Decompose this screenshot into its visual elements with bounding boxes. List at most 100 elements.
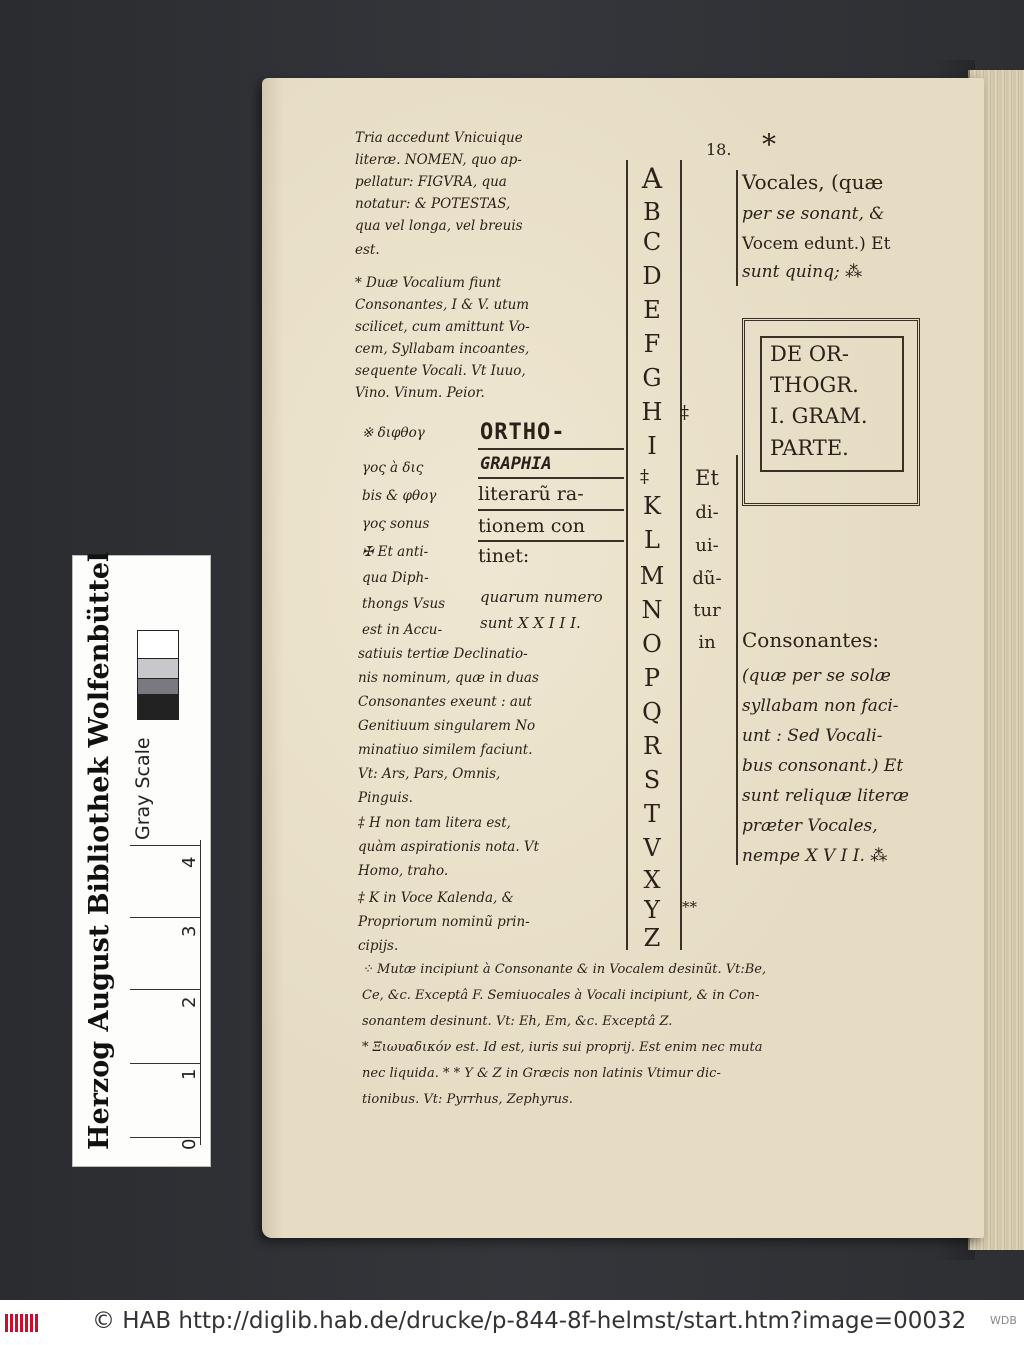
- footnote-line: ⁘ Mutæ incipiunt à Consonante & in Vocal…: [362, 962, 767, 977]
- alphabet-letter: D: [642, 262, 662, 290]
- gray-swatch: [137, 630, 179, 660]
- greek-line: γος à δις: [362, 460, 424, 476]
- vocales-line: Vocales, (quæ: [742, 170, 884, 194]
- text-line: literæ. NOMEN, quo ap-: [355, 152, 522, 168]
- greek-line: bis & φθογ: [362, 488, 437, 504]
- alphabet-letter: V: [643, 834, 661, 862]
- gray-swatch: [137, 694, 179, 720]
- quarum-line: sunt X X I I I.: [480, 614, 581, 632]
- divider-word: Et: [695, 466, 719, 490]
- text-line: nis nominum, quæ in duas: [358, 670, 539, 686]
- ruler-number: 0: [179, 1138, 200, 1150]
- title-line: PARTE.: [770, 436, 849, 460]
- alphabet-letter: H: [641, 398, 663, 426]
- divider-column: [680, 455, 738, 660]
- asterisk-mark: *: [762, 128, 776, 161]
- text-line: qua vel longa, vel breuis: [355, 218, 523, 234]
- divider-word: ui-: [695, 535, 719, 556]
- title-line: DE OR-: [770, 342, 849, 366]
- orthographia-heading: ORTHO-: [480, 420, 566, 445]
- footer-bar: © HAB http://diglib.hab.de/drucke/p-844-…: [0, 1300, 1024, 1345]
- greek-line: ※ διφθογ: [362, 425, 425, 441]
- footnote-line: Ce, &c. Exceptâ F. Semiuocales à Vocali …: [362, 988, 760, 1003]
- hab-logo-icon: [5, 1314, 38, 1332]
- alphabet-letter: M: [639, 562, 665, 590]
- gray-scale-label: Gray Scale: [132, 737, 154, 840]
- footnote-line: tionibus. Vt: Pyrrhus, Zephyrus.: [362, 1092, 573, 1107]
- title-inner-frame: [760, 336, 904, 472]
- ruler-number: 1: [179, 1068, 200, 1080]
- text-line: qua Diph-: [362, 570, 429, 586]
- divider-word: tur: [693, 600, 721, 621]
- text-line: Propriorum nominũ prin-: [358, 914, 530, 930]
- alphabet-letter: N: [641, 596, 663, 624]
- ruler-number: 2: [179, 996, 200, 1008]
- text-line: Pinguis.: [358, 790, 413, 806]
- alphabet-letter: G: [642, 364, 662, 392]
- consonantes-line: nempe X V I I. ⁂: [742, 846, 888, 866]
- footer-url[interactable]: © HAB http://diglib.hab.de/drucke/p-844-…: [92, 1308, 967, 1334]
- bracket-line: [736, 640, 738, 865]
- text-line: cipijs.: [358, 938, 399, 954]
- text-line: sequente Vocali. Vt Iuuo,: [355, 363, 526, 379]
- footer-mark: WDB: [990, 1314, 1017, 1327]
- text-line: Tria accedunt Vnicuique: [355, 130, 523, 146]
- book-page: [262, 78, 984, 1238]
- text-line: est.: [355, 242, 380, 258]
- alphabet-letter: Q: [642, 698, 662, 726]
- ruler-tick: [130, 1063, 200, 1064]
- footnote-line: * Ξιωυαδικόν est. Id est, iuris sui prop…: [362, 1040, 763, 1055]
- bracket-line: [736, 170, 738, 286]
- text-line: pellatur: FIGVRA, qua: [355, 174, 507, 190]
- text-line: minatiuo similem faciunt.: [358, 742, 533, 758]
- ruler-title: Herzog August Bibliothek Wolfenbüttel: [84, 551, 115, 1150]
- text-line: thongs Vsus: [362, 596, 446, 612]
- ruler-tick: [130, 1137, 200, 1138]
- divider-word: in: [698, 632, 716, 653]
- consonantes-line: bus consonant.) Et: [742, 756, 904, 776]
- text-line: Consonantes exeunt : aut: [358, 694, 532, 710]
- vocales-line: sunt quinq; ⁂: [742, 262, 863, 282]
- ruler-tick: [130, 845, 200, 846]
- asterisk-mark: **: [682, 898, 697, 916]
- divider-word: di-: [695, 502, 719, 523]
- alphabet-letter: R: [642, 732, 662, 760]
- underline-rule: [478, 540, 624, 542]
- text-line: cem, Syllabam incoantes,: [355, 341, 530, 357]
- definition-line: tinet:: [478, 545, 530, 567]
- alphabet-letter: B: [643, 198, 661, 226]
- text-line: quàm aspirationis nota. Vt: [358, 839, 540, 855]
- gray-swatch: [137, 658, 179, 680]
- greek-line: γος sonus: [362, 516, 430, 532]
- ruler-tick: [130, 989, 200, 990]
- text-line: ✠ Et anti-: [362, 544, 429, 560]
- consonantes-line: (quæ per se solæ: [742, 666, 891, 686]
- text-line: scilicet, cum amittunt Vo-: [355, 319, 530, 335]
- alphabet-letter: F: [643, 330, 661, 358]
- alphabet-letter: S: [643, 766, 661, 794]
- underline-rule: [478, 509, 624, 511]
- cross-mark: ‡: [640, 466, 649, 487]
- alphabet-letter: P: [643, 664, 661, 692]
- text-line: notatur: & POTESTAS,: [355, 196, 511, 212]
- definition-line: tionem con: [478, 515, 586, 537]
- alphabet-letter: Y: [644, 896, 660, 924]
- text-line: ‡ H non tam litera est,: [358, 815, 511, 831]
- underline-rule: [478, 477, 624, 479]
- text-line: * Duæ Vocalium fiunt: [355, 275, 502, 291]
- consonantes-line: syllabam non faci-: [742, 696, 899, 716]
- underline-rule: [478, 448, 624, 450]
- text-line: Vt: Ars, Pars, Omnis,: [358, 766, 501, 782]
- footnote-line: sonantem desinunt. Vt: Eh, Em, &c. Excep…: [362, 1014, 673, 1029]
- divider-word: dũ-: [692, 568, 722, 589]
- title-line: I. GRAM.: [770, 404, 868, 428]
- ruler-number: 3: [179, 925, 200, 937]
- consonantes-line: Consonantes:: [742, 628, 880, 652]
- ruler-number: 4: [179, 856, 200, 868]
- quarum-line: quarum numero: [480, 588, 603, 606]
- title-line: THOGR.: [770, 373, 859, 397]
- alphabet-letter: T: [643, 800, 660, 828]
- alphabet-letter: I: [647, 432, 657, 460]
- consonantes-line: sunt reliquæ literæ: [742, 786, 910, 806]
- consonantes-line: præter Vocales,: [742, 816, 878, 836]
